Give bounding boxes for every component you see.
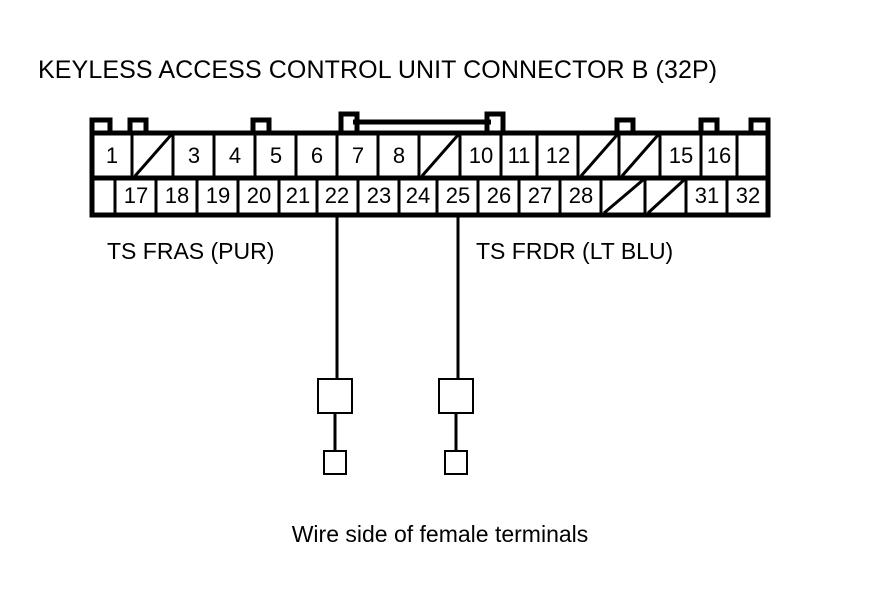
bottom-row-labels: 17 18 19 20 21 22 23 24 25 26 27 28 31 3… [124, 183, 760, 208]
top-row-labels: 1 3 4 5 6 7 8 10 11 12 15 16 [106, 143, 731, 168]
terminal-tip-ts-fras [323, 450, 347, 475]
blocked-position-14 [620, 134, 660, 177]
pin-label-1: 1 [106, 143, 118, 168]
pin-label-32: 32 [736, 183, 760, 208]
pin-label-25: 25 [446, 183, 470, 208]
pin-label-26: 26 [487, 183, 511, 208]
connector-bottom-row [113, 178, 729, 215]
pin-label-8: 8 [393, 143, 405, 168]
page-title: KEYLESS ACCESS CONTROL UNIT CONNECTOR B … [38, 56, 718, 84]
pin-label-3: 3 [188, 143, 200, 168]
pin-label-23: 23 [367, 183, 391, 208]
pin-label-17: 17 [124, 183, 148, 208]
terminal-symbol-ts-frdr [438, 378, 474, 475]
blocked-position-29 [603, 178, 644, 215]
connector-top-row [130, 133, 739, 178]
terminal-body-ts-fras [317, 378, 353, 414]
pin-label-16: 16 [707, 143, 731, 168]
blocked-position-2 [133, 134, 173, 177]
terminal-body-ts-frdr [438, 378, 474, 414]
pin-label-28: 28 [569, 183, 593, 208]
connector-housing [89, 111, 771, 218]
terminal-symbol-ts-fras [317, 378, 353, 475]
pin-label-22: 22 [325, 183, 349, 208]
pin-label-31: 31 [695, 183, 719, 208]
pin-label-27: 27 [528, 183, 552, 208]
pin-label-24: 24 [406, 183, 430, 208]
pin-label-19: 19 [206, 183, 230, 208]
terminal-tip-ts-frdr [444, 450, 468, 475]
wire-label-ts-fras: TS FRAS (PUR) [107, 238, 275, 264]
pin-label-4: 4 [229, 143, 241, 168]
pin-label-15: 15 [669, 143, 693, 168]
pin-label-7: 7 [352, 143, 364, 168]
pin-label-11: 11 [508, 143, 531, 168]
blocked-position-30 [646, 178, 686, 215]
pin-label-5: 5 [270, 143, 282, 168]
pin-label-18: 18 [165, 183, 189, 208]
pin-label-6: 6 [311, 143, 323, 168]
blocked-position-9 [420, 134, 460, 177]
pin-label-12: 12 [546, 143, 570, 168]
pin-label-10: 10 [469, 143, 493, 168]
blocked-position-13 [579, 134, 619, 177]
diagram-caption: Wire side of female terminals [291, 521, 589, 547]
pin-label-21: 21 [286, 183, 310, 208]
pin-label-20: 20 [247, 183, 271, 208]
wire-label-ts-frdr: TS FRDR (LT BLU) [476, 238, 674, 264]
